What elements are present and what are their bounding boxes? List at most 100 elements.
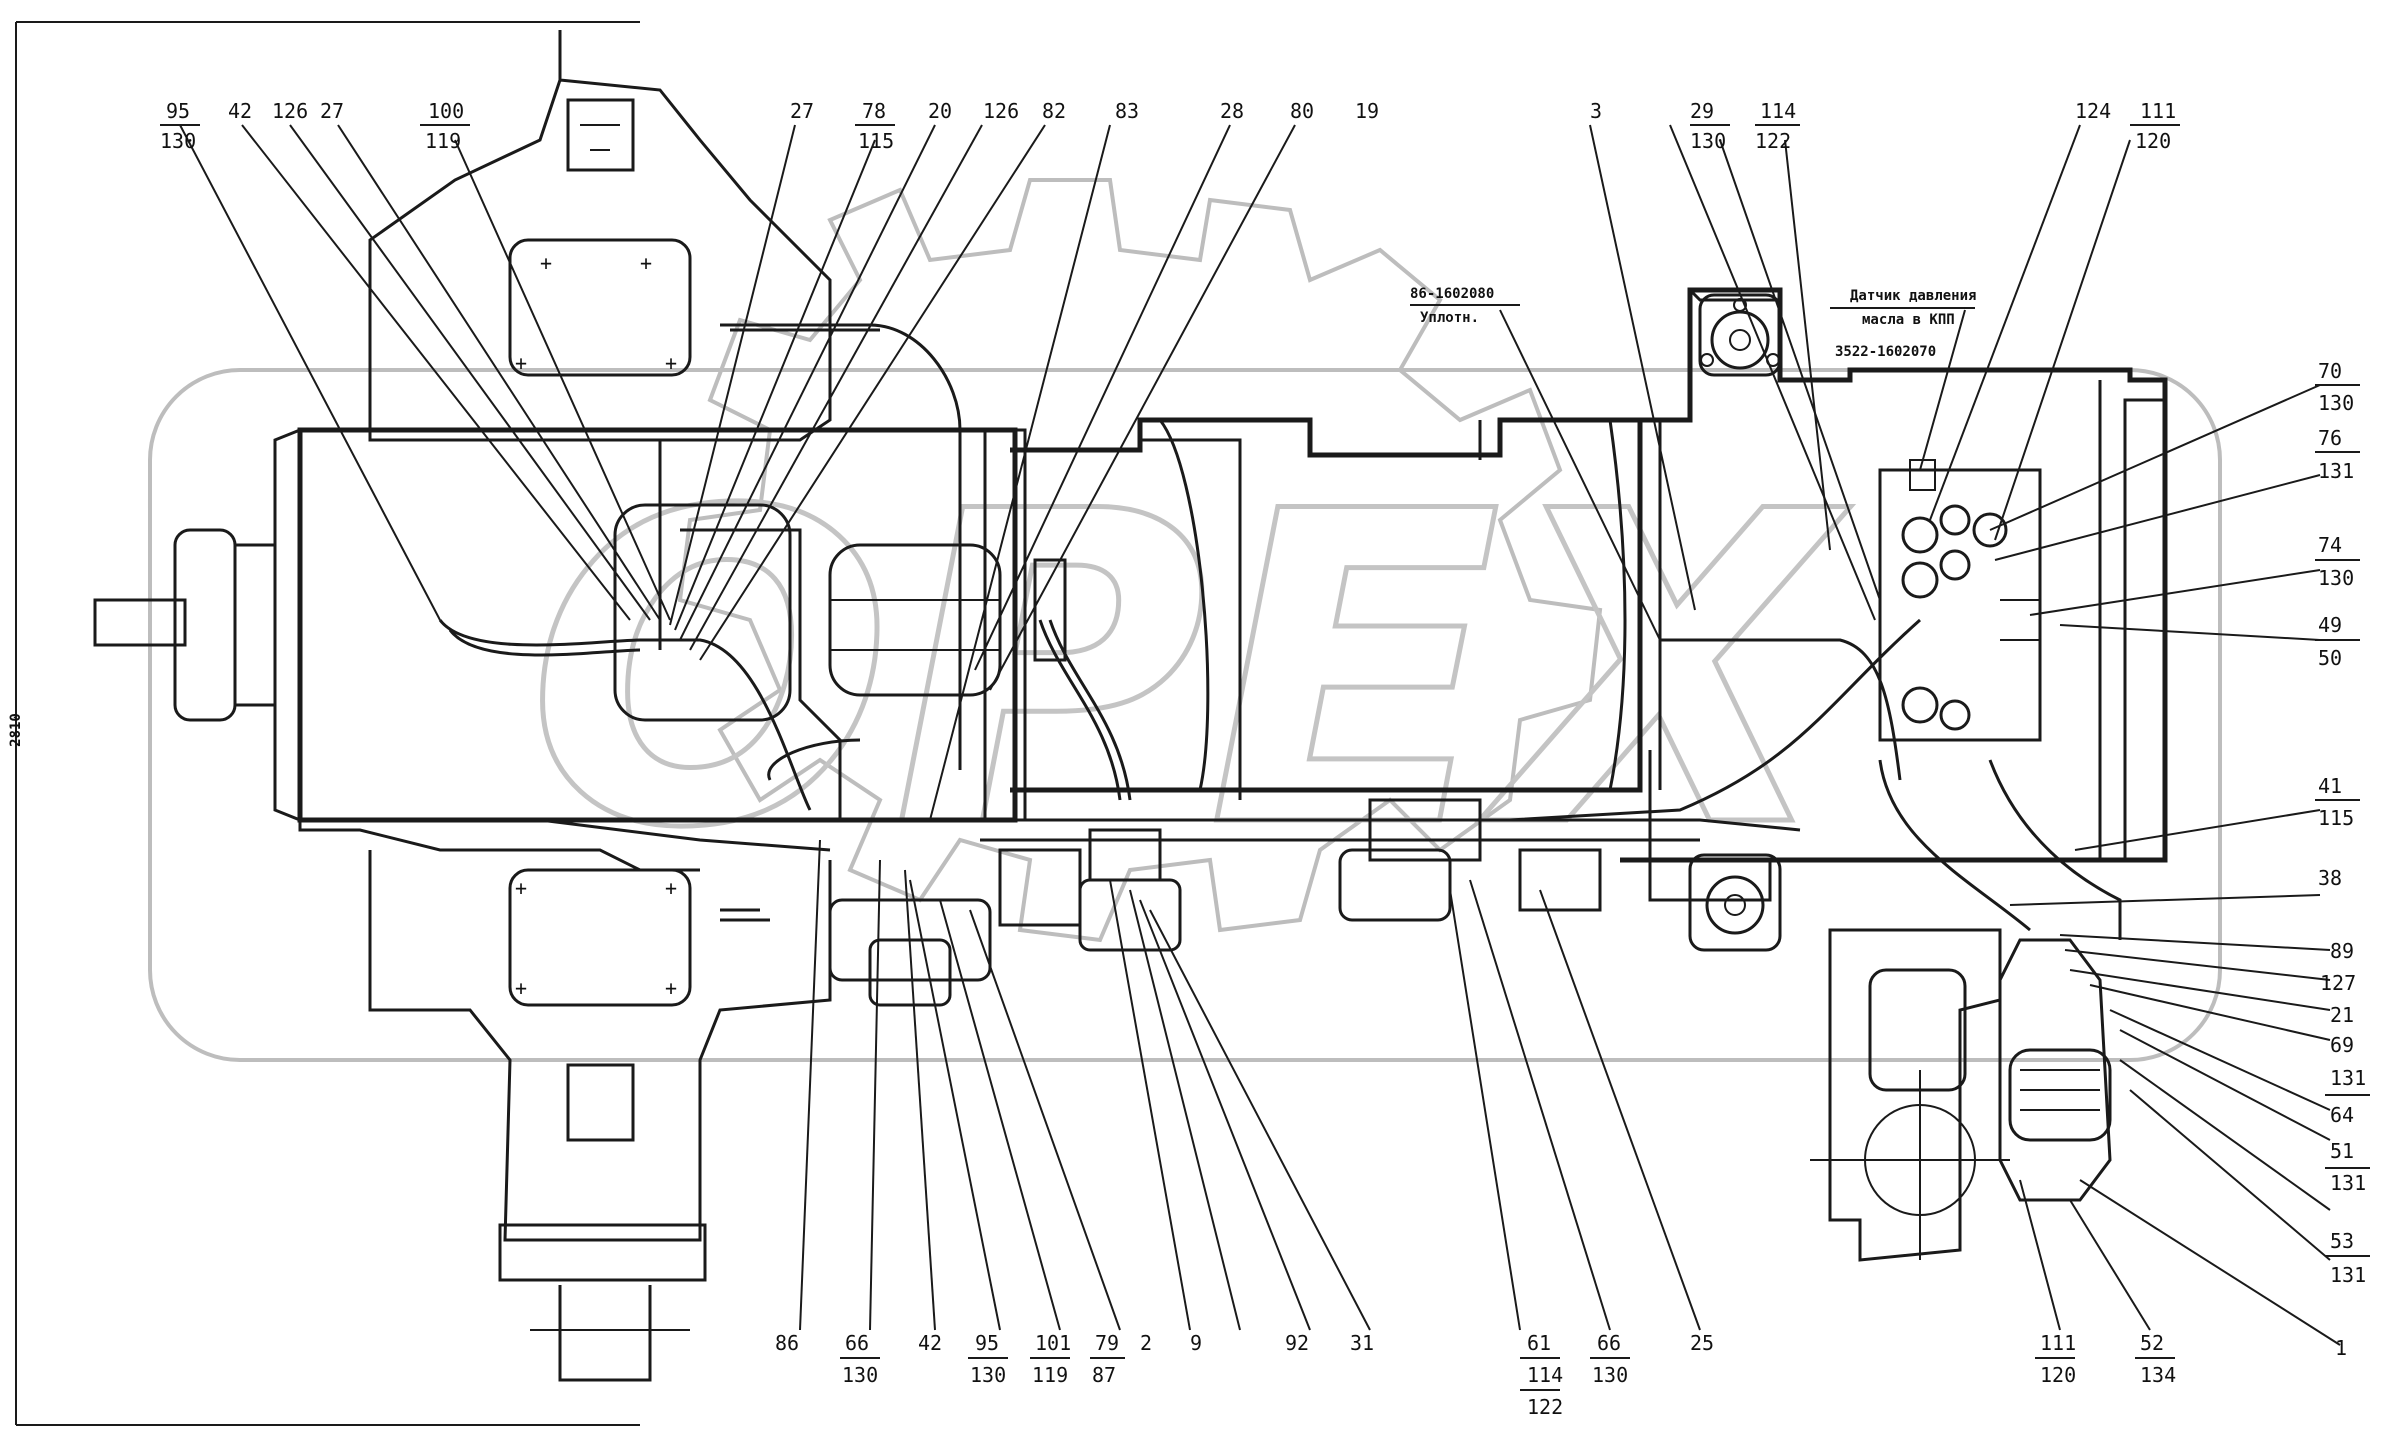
callout-sub-label: 120: [2135, 129, 2171, 153]
svg-text:+: +: [515, 876, 527, 900]
svg-text:+: +: [515, 976, 527, 1000]
callouts-right: 70 130 76 131 74 130 49 50 41 115 38 89 …: [2315, 359, 2370, 1360]
lower-units: [828, 798, 1602, 1007]
callout-label: 27: [790, 99, 814, 123]
callout-label: 111: [2140, 99, 2176, 123]
callout-label: 42: [918, 1331, 942, 1355]
callout-label: 2: [1140, 1331, 1152, 1355]
part-ref-sub-note: Уплотн.: [1420, 310, 1479, 326]
callout-label: 21: [2330, 1003, 2354, 1027]
callout-label: 53: [2330, 1229, 2354, 1253]
callout-label: 131: [2330, 1171, 2366, 1195]
callout-label: 80: [1290, 99, 1314, 123]
hydraulic-valve-block: [1878, 459, 2042, 742]
oil-filter-assembly: [1810, 928, 2112, 1262]
callout-label: 114: [1760, 99, 1796, 123]
callout-label: 19: [1355, 99, 1379, 123]
callout-sub-label: 134: [2140, 1363, 2176, 1387]
callout-label: 79: [1095, 1331, 1119, 1355]
callout-label: 124: [2075, 99, 2111, 123]
callout-label: 82: [1042, 99, 1066, 123]
callout-label: 52: [2140, 1331, 2164, 1355]
callout-label: 3: [1590, 99, 1602, 123]
svg-text:+: +: [665, 351, 677, 375]
callout-label: 28: [1220, 99, 1244, 123]
callout-label: 61: [1527, 1331, 1551, 1355]
callout-label: 69: [2330, 1033, 2354, 1057]
callout-label: 1: [2335, 1336, 2347, 1360]
callout-sub-label: 119: [425, 129, 461, 153]
callout-label: 66: [845, 1331, 869, 1355]
callout-label: 20: [928, 99, 952, 123]
callout-label: 27: [320, 99, 344, 123]
callout-sub-label: 120: [2040, 1363, 2076, 1387]
callout-label: 38: [2318, 866, 2342, 890]
sensor-title-note: Датчик давления: [1850, 288, 1976, 304]
callout-label: 131: [2330, 1263, 2366, 1287]
callout-label: 130: [2318, 566, 2354, 590]
middle-housing: [1010, 417, 1662, 800]
callout-label: 51: [2330, 1139, 2354, 1163]
callout-label: 115: [2318, 806, 2354, 830]
overall-dimension-label: 2810: [8, 713, 24, 747]
callout-sub-label: 130: [160, 129, 196, 153]
callout-label: 66: [1597, 1331, 1621, 1355]
leader-lines: [179, 124, 2341, 1346]
callout-sub-label: 130: [970, 1363, 1006, 1387]
svg-text:+: +: [665, 876, 677, 900]
callout-sub-label: 87: [1092, 1363, 1116, 1387]
callout-label: 131: [2330, 1066, 2366, 1090]
callout-label: 78: [862, 99, 886, 123]
callout-sub-label: 122: [1527, 1395, 1563, 1419]
callout-label: 64: [2330, 1103, 2354, 1127]
callout-label: 131: [2318, 459, 2354, 483]
callout-sub-label: 119: [1032, 1363, 1068, 1387]
sensor-code-note: 3522-1602070: [1835, 344, 1936, 360]
callout-sub-label: 130: [1592, 1363, 1628, 1387]
hydraulic-pipes: [298, 323, 2122, 940]
notes: 86-1602080 Уплотн. Датчик давления масла…: [1410, 286, 1976, 360]
sensor-title-2-note: масла в КПП: [1862, 312, 1955, 328]
callout-label: 41: [2318, 774, 2342, 798]
rear-housing: [1620, 287, 2168, 952]
callout-label: 95: [975, 1331, 999, 1355]
front-axle-bracket-lower: + + + +: [368, 850, 832, 1382]
part-ref-note: 86-1602080: [1410, 286, 1494, 302]
callout-label: 74: [2318, 533, 2342, 557]
callout-label: 95: [166, 99, 190, 123]
callout-label: 130: [2318, 391, 2354, 415]
callout-label: 126: [983, 99, 1019, 123]
callout-label: 49: [2318, 613, 2342, 637]
callout-label: 100: [428, 99, 464, 123]
callout-label: 25: [1690, 1331, 1714, 1355]
svg-text:+: +: [640, 251, 652, 275]
svg-text:+: +: [515, 351, 527, 375]
callout-sub-label: 130: [842, 1363, 878, 1387]
callout-label: 83: [1115, 99, 1139, 123]
front-axle-bracket: + + + +: [368, 30, 832, 442]
callout-label: 127: [2320, 971, 2356, 995]
callout-sub-label: 115: [858, 129, 894, 153]
callouts-bottom: 86 66 42 95 101 79 2 9 92 31 61 66 25 11…: [775, 1331, 2176, 1419]
callout-sub-label: 122: [1755, 129, 1791, 153]
callout-sub-label: 114: [1527, 1363, 1563, 1387]
callout-label: 31: [1350, 1331, 1374, 1355]
svg-text:+: +: [665, 976, 677, 1000]
input-flange: [93, 427, 302, 823]
callout-label: 86: [775, 1331, 799, 1355]
callout-label: 70: [2318, 359, 2342, 383]
callout-label: 92: [1285, 1331, 1309, 1355]
callout-label: 29: [1690, 99, 1714, 123]
callout-label: 76: [2318, 426, 2342, 450]
callout-label: 111: [2040, 1331, 2076, 1355]
callouts-top: 95 42 126 27 100 27 78 20 126 82 83 28 8…: [160, 99, 2180, 153]
svg-text:+: +: [540, 251, 552, 275]
callout-sub-label: 130: [1690, 129, 1726, 153]
callout-label: 42: [228, 99, 252, 123]
callout-label: 126: [272, 99, 308, 123]
callout-label: 101: [1035, 1331, 1071, 1355]
callout-label: 9: [1190, 1331, 1202, 1355]
overall-dimension: 2810: [8, 21, 640, 1426]
